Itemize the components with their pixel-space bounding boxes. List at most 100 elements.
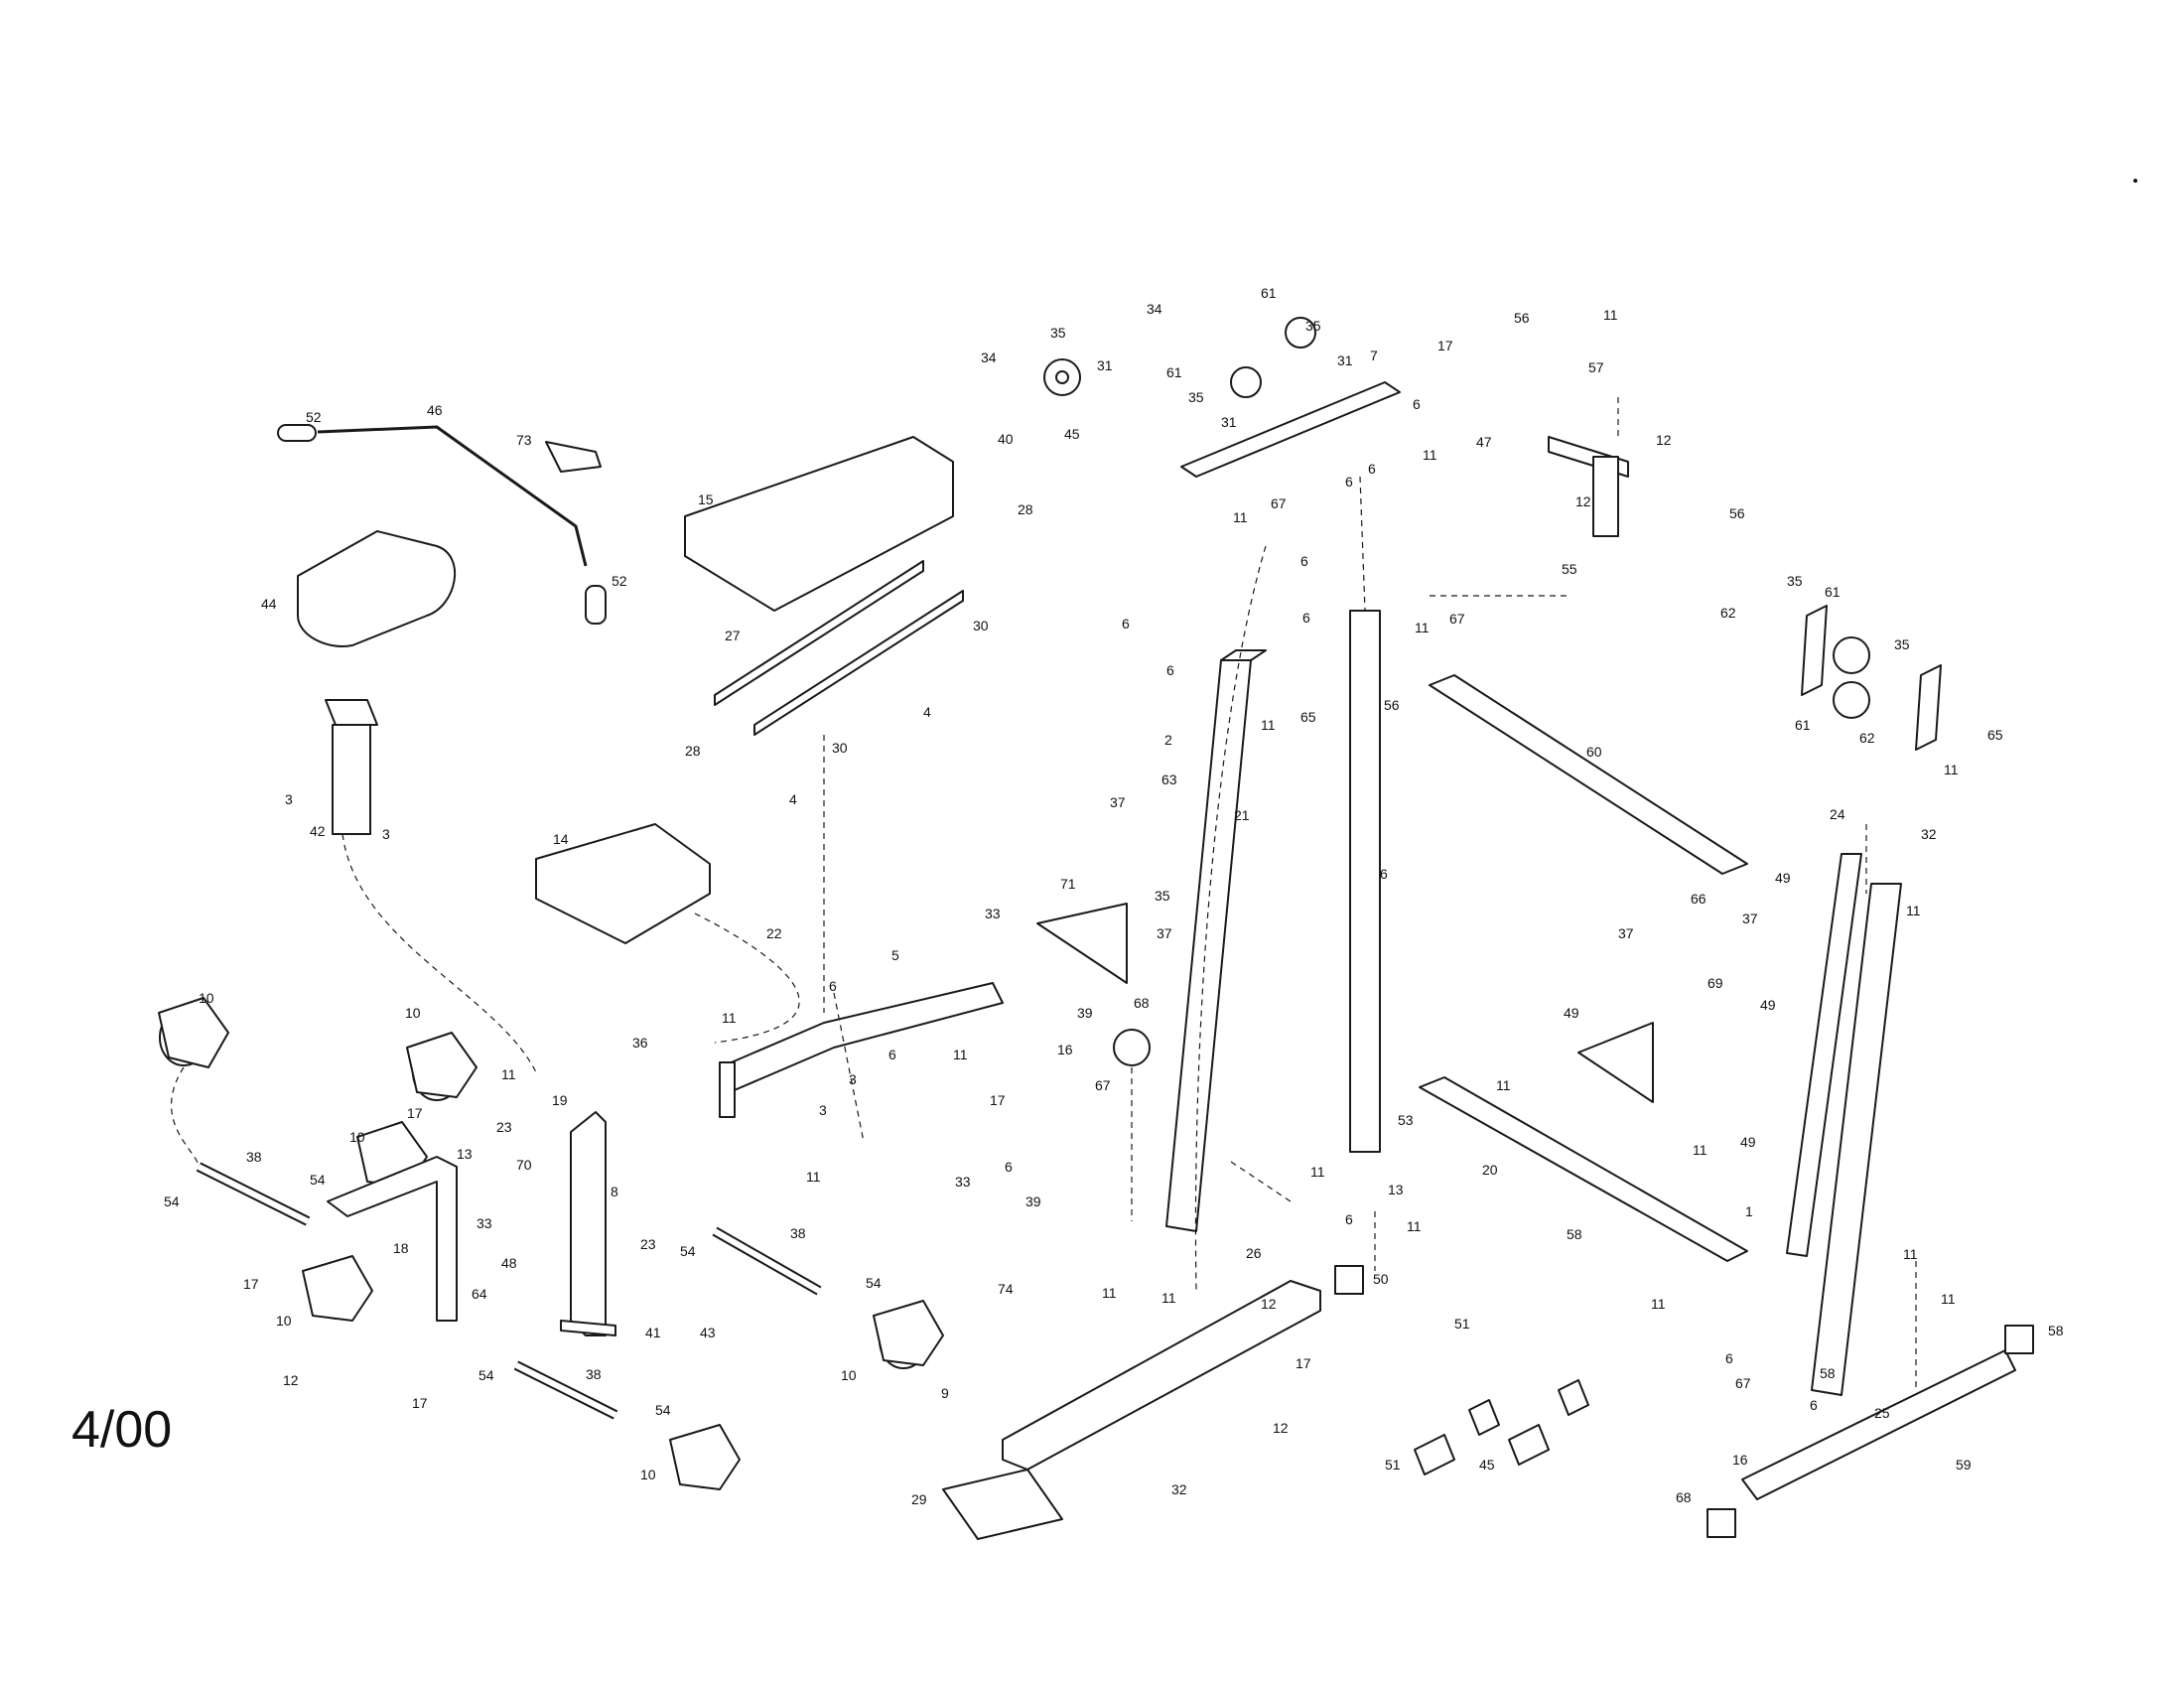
part-label: 25 [1874,1405,1890,1421]
part-label: 62 [1720,605,1736,621]
part-label: 13 [1388,1182,1404,1197]
part-label: 39 [1025,1193,1041,1209]
part-label: 38 [790,1225,806,1241]
part-label: 37 [1618,925,1634,941]
part-label: 50 [1373,1271,1389,1287]
part-label: 11 [1603,307,1618,323]
part-label: 46 [427,402,443,418]
part-label: 20 [1482,1162,1498,1178]
part-label: 67 [1095,1077,1111,1093]
part-label: 1 [1745,1203,1753,1219]
part-label: 71 [1060,876,1076,892]
part-label: 54 [164,1193,180,1209]
part-label: 47 [1476,434,1492,450]
part-label: 55 [1562,561,1577,577]
part-label: 17 [1437,338,1453,353]
part-label: 33 [955,1174,971,1190]
part-label: 35 [1188,389,1204,405]
scan-mark [2133,179,2137,183]
part-label: 18 [393,1240,409,1256]
part-label: 63 [1161,772,1177,787]
part-label: 4 [789,791,797,807]
part-label: 40 [998,431,1014,447]
part-label: 10 [199,990,214,1006]
part-label: 45 [1064,426,1080,442]
part-label: 6 [1380,866,1388,882]
part-label: 11 [1423,447,1437,463]
part-label: 35 [1050,325,1066,341]
part-label: 3 [819,1102,827,1118]
part-label: 31 [1221,414,1237,430]
part-label: 10 [841,1367,857,1383]
part-label: 61 [1825,584,1841,600]
part-label: 11 [1651,1296,1666,1312]
part-label: 5 [891,947,899,963]
part-label: 11 [501,1066,516,1082]
part-label: 54 [655,1402,671,1418]
part-label: 4 [923,704,931,720]
part-label: 6 [1413,396,1421,412]
part-label: 56 [1729,505,1745,521]
part-label: 58 [2048,1323,2064,1338]
part-label: 10 [349,1129,365,1145]
part-label: 11 [1496,1077,1511,1093]
revision-date: 4/00 [71,1401,173,1459]
part-label: 23 [640,1236,656,1252]
part-label: 11 [1903,1246,1918,1262]
part-label: 11 [1161,1290,1176,1306]
part-label: 6 [1166,662,1174,678]
part-label: 6 [1345,1211,1353,1227]
part-label: 48 [501,1255,517,1271]
part-label: 11 [1906,903,1921,918]
part-label: 65 [1300,709,1316,725]
part-label: 31 [1097,357,1113,373]
part-label: 49 [1564,1005,1579,1021]
part-label: 41 [645,1325,661,1340]
part-label: 39 [1077,1005,1093,1021]
part-label: 54 [478,1367,494,1383]
part-label: 10 [640,1467,656,1482]
part-label: 28 [685,743,701,759]
part-label: 11 [1233,509,1248,525]
part-label: 56 [1384,697,1400,713]
part-label: 26 [1246,1245,1262,1261]
part-label: 27 [725,628,741,643]
part-label: 52 [306,409,322,425]
part-label: 34 [981,350,997,365]
part-label: 6 [1122,616,1130,632]
part-label: 42 [310,823,326,839]
part-label: 2 [1164,732,1172,748]
part-label: 45 [1479,1457,1495,1473]
part-label: 22 [766,925,782,941]
part-label: 11 [1693,1142,1707,1158]
part-label: 12 [1273,1420,1289,1436]
part-label: 12 [283,1372,299,1388]
part-label: 66 [1691,891,1706,907]
part-label: 67 [1449,611,1465,627]
part-label: 52 [612,573,627,589]
part-label: 30 [832,740,848,756]
part-label: 49 [1740,1134,1756,1150]
part-label: 68 [1134,995,1150,1011]
part-label: 10 [276,1313,292,1329]
part-label: 54 [866,1275,882,1291]
part-label: 3 [382,826,390,842]
part-label: 16 [1732,1452,1748,1468]
part-label: 61 [1166,364,1182,380]
part-label: 33 [477,1215,492,1231]
part-label: 35 [1894,636,1910,652]
part-label: 44 [261,596,277,612]
part-label: 37 [1157,925,1172,941]
part-label: 23 [496,1119,512,1135]
part-label: 54 [680,1243,696,1259]
part-label: 29 [911,1491,927,1507]
part-label: 17 [1296,1355,1311,1371]
part-label: 11 [1407,1218,1422,1234]
part-label: 11 [1941,1291,1956,1307]
part-label: 61 [1795,717,1811,733]
part-label: 6 [1725,1350,1733,1366]
part-label: 13 [457,1146,473,1162]
part-label: 56 [1514,310,1530,326]
part-label: 11 [1261,717,1276,733]
